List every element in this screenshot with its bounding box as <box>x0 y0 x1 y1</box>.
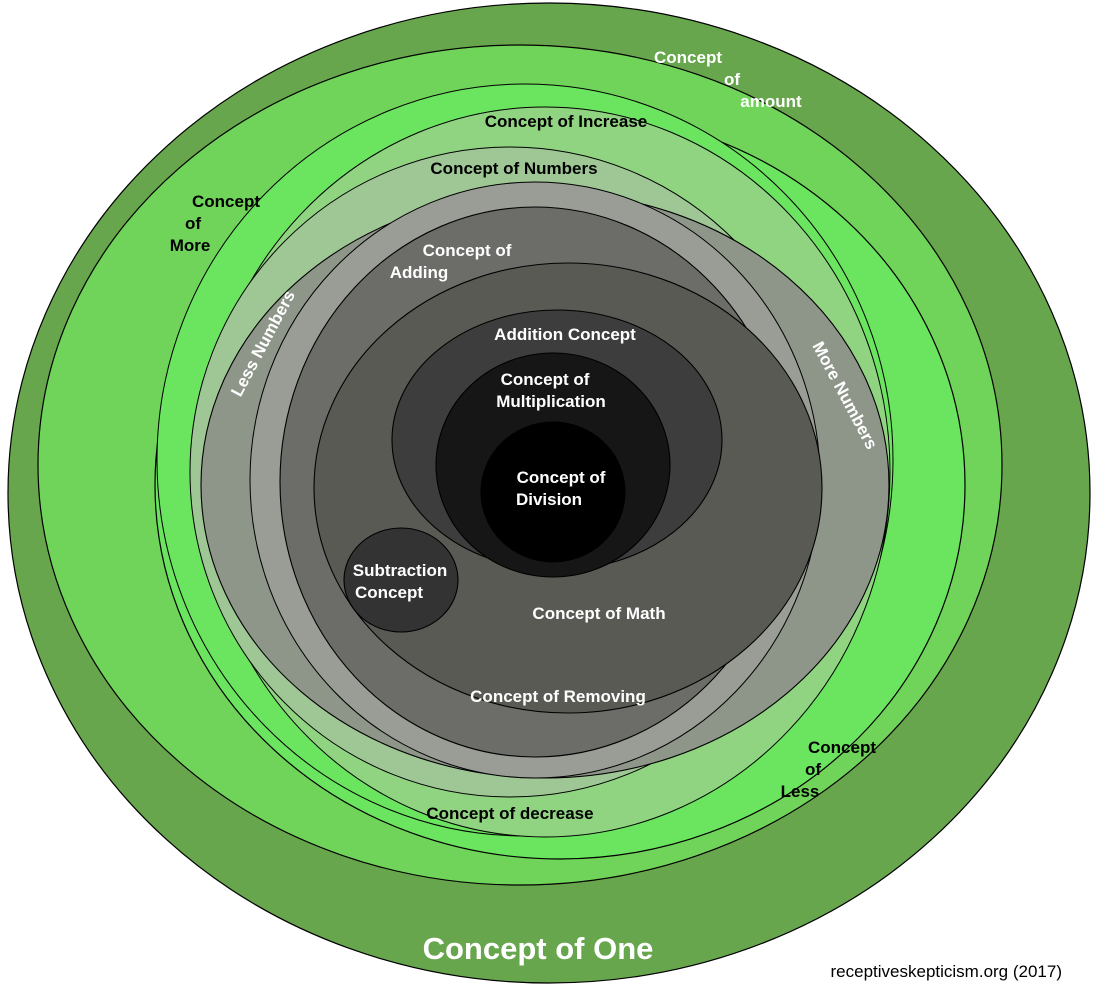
label-concept-of-more-3: More <box>170 236 211 255</box>
label-multiplication-2: Multiplication <box>496 392 606 411</box>
label-subtraction-1: Subtraction <box>353 561 447 580</box>
label-division-2: Division <box>516 490 582 509</box>
label-concept-of-amount-2: of <box>724 70 740 89</box>
label-concept-of-decrease: Concept of decrease <box>426 804 593 823</box>
label-concept-of-one: Concept of One <box>423 931 654 966</box>
label-concept-of-increase: Concept of Increase <box>485 112 648 131</box>
label-subtraction-2: Concept <box>355 583 423 602</box>
label-concept-of-math: Concept of Math <box>532 604 665 623</box>
credit-text: receptiveskepticism.org (2017) <box>831 962 1062 981</box>
label-concept-of-adding-1: Concept of <box>423 241 512 260</box>
label-concept-of-more-2: of <box>185 214 201 233</box>
subtraction-circle <box>343 527 459 633</box>
label-concept-of-more-1: Concept <box>192 192 260 211</box>
label-concept-of-less-3: Less <box>781 782 820 801</box>
label-multiplication-1: Concept of <box>501 370 590 389</box>
label-addition-concept: Addition Concept <box>494 325 636 344</box>
division-circle <box>480 421 626 563</box>
label-concept-of-amount-3: amount <box>740 92 802 111</box>
label-concept-of-removing: Concept of Removing <box>470 687 646 706</box>
label-concept-of-less-1: Concept <box>808 738 876 757</box>
label-concept-of-adding-2: Adding <box>390 263 449 282</box>
label-concept-of-amount-1: Concept <box>654 48 722 67</box>
label-concept-of-less-2: of <box>805 760 821 779</box>
label-division-1: Concept of <box>517 468 606 487</box>
label-concept-of-numbers: Concept of Numbers <box>430 159 597 178</box>
